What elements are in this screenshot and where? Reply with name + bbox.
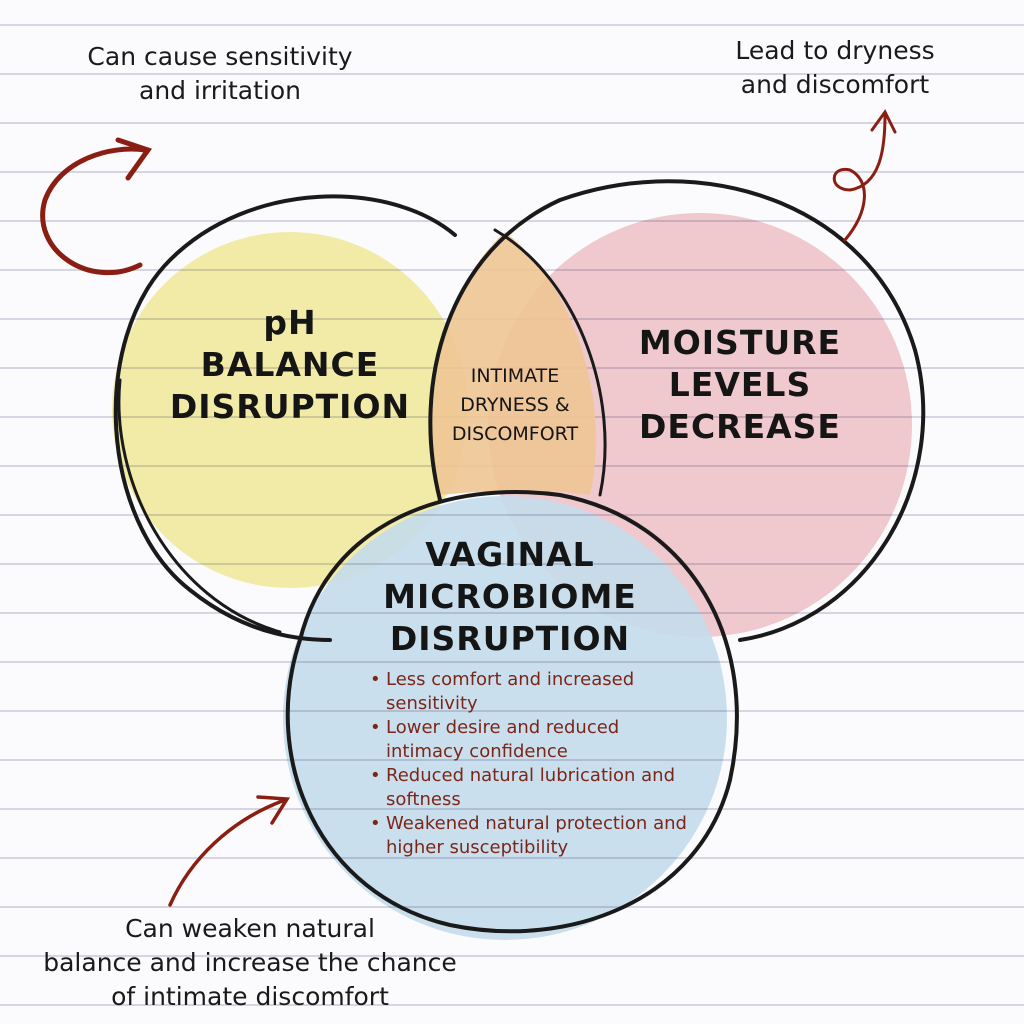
moisture-circle-outline-2 [493,228,607,497]
microbiome-title-line: VAGINAL [425,535,595,574]
moisture-title-line: DECREASE [639,407,841,446]
annotation-line: Can weaken natural [125,914,375,943]
arrow-top-left [40,137,153,276]
annotation-line: Can cause sensitivity [87,42,353,71]
ph-circle-outline-2 [117,378,282,634]
ph-circle-outline [113,194,457,642]
list-item: Lower desire and reduced intimacy confid… [368,716,698,764]
annotation-top-right: Lead to dryness and discomfort [690,34,980,102]
ph-title-line: pH [263,303,317,342]
annotation-line: of intimate discomfort [111,982,389,1011]
ph-title-line: BALANCE [200,345,380,384]
moisture-title: MOISTURE LEVELS DECREASE [590,322,890,448]
arrow-top-right [832,109,897,242]
annotation-line: and discomfort [740,70,930,99]
ph-title: pH BALANCE DISRUPTION [140,302,440,428]
overlap-region [428,232,597,495]
moisture-title-line: LEVELS [668,365,812,404]
effects-list: Less comfort and increased sensitivity L… [368,668,698,860]
overlap-line: DRYNESS & [460,394,570,416]
list-item: Less comfort and increased sensitivity [368,668,698,716]
microbiome-title-line: MICROBIOME [383,577,637,616]
ph-title-line: DISRUPTION [169,387,411,426]
list-item: Weakened natural protection and higher s… [368,812,698,860]
ph-circle [112,232,468,588]
annotation-line: and irritation [139,76,301,105]
overlap-line: DISCOMFORT [451,423,579,445]
microbiome-title-line: DISRUPTION [389,619,631,658]
moisture-title-line: MOISTURE [638,323,842,362]
annotation-line: balance and increase the chance [43,948,457,977]
arrow-bottom-left [168,795,291,907]
list-item: Reduced natural lubrication and softness [368,764,698,812]
moisture-circle-outline [428,179,926,642]
microbiome-title: VAGINAL MICROBIOME DISRUPTION [330,534,690,660]
annotation-bottom-left: Can weaken natural balance and increase … [20,912,480,1014]
overlap-label: INTIMATE DRYNESS & DISCOMFORT [420,362,610,449]
annotation-line: Lead to dryness [735,36,935,65]
overlap-line: INTIMATE [470,365,560,387]
annotation-top-left: Can cause sensitivity and irritation [40,40,400,108]
microbiome-circle-outline [285,490,739,934]
